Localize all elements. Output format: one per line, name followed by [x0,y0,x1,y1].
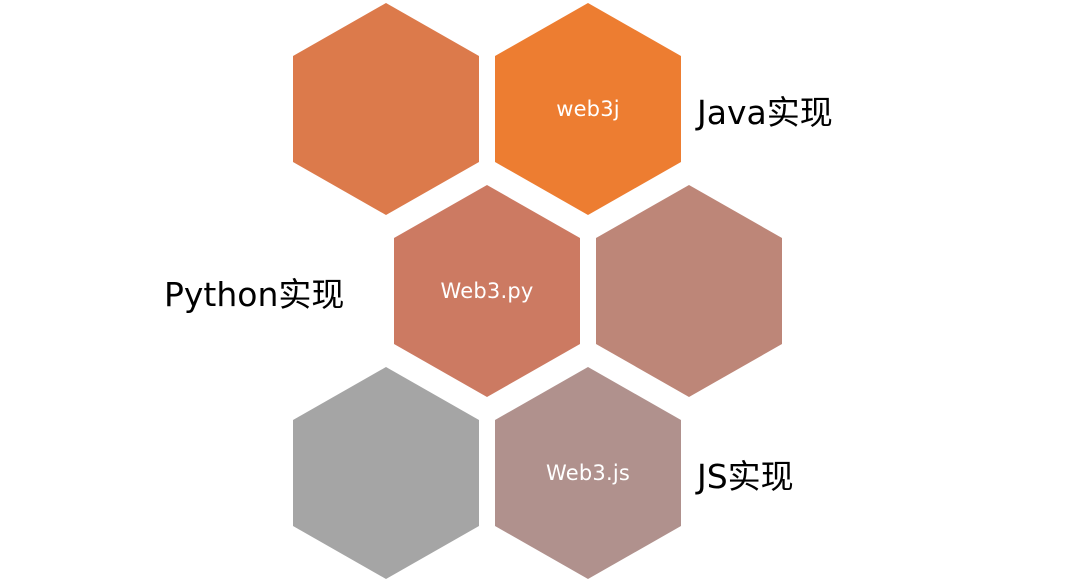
hexagon-top-left [293,3,479,215]
hexagon-bottom-left [293,367,479,579]
hexagon-label-web3-js: Web3.js [546,461,630,485]
hexagon-middle-right [596,185,782,397]
hexagon-label-web3-py: Web3.py [440,279,534,303]
js-implementation-label: JS实现 [697,457,794,496]
hexagon-web3-js: Web3.js [495,367,681,579]
hexagon-web3j: web3j [495,3,681,215]
hexagon-web3-py: Web3.py [394,185,580,397]
hexagon-label-web3j: web3j [556,97,620,121]
java-implementation-label: Java实现 [697,93,833,132]
python-implementation-label: Python实现 [164,275,345,314]
